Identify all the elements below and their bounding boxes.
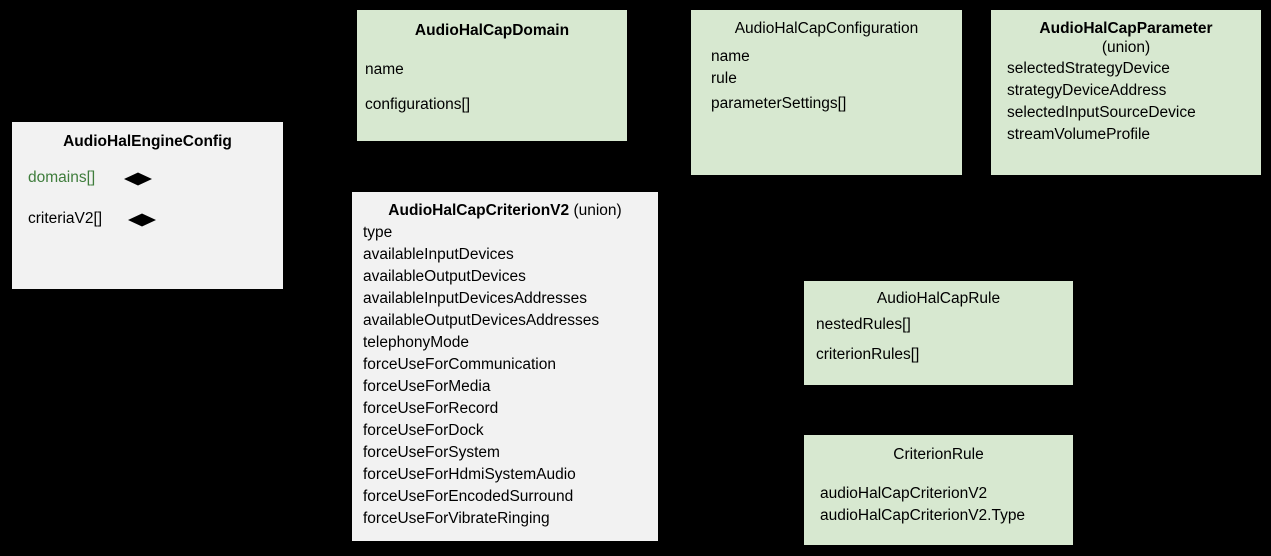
box-title-cap-criterion-main: AudioHalCapCriterionV2 <box>388 202 570 219</box>
box-audio-hal-cap-criterion-v2[interactable]: AudioHalCapCriterionV2 (union) type avai… <box>352 192 658 541</box>
field-configurations: configurations[] <box>365 96 471 113</box>
field-criterion-rules: criterionRules[] <box>816 346 920 363</box>
field-config-parametersettings: parameterSettings[] <box>711 95 847 112</box>
field-nested-rules: nestedRules[] <box>816 316 911 333</box>
field-audio-hal-cap-criterion-v2: audioHalCapCriterionV2 <box>820 485 988 502</box>
field-force-use-for-hdmi-system-audio: forceUseForHdmiSystemAudio <box>363 466 576 483</box>
field-strategy-device-address: strategyDeviceAddress <box>1007 82 1167 99</box>
field-selected-strategy-device: selectedStrategyDevice <box>1007 60 1170 77</box>
field-force-use-for-encoded-surround: forceUseForEncodedSurround <box>363 488 574 505</box>
field-available-input-devices-addresses: availableInputDevicesAddresses <box>363 290 588 307</box>
box-title-cap-configuration: AudioHalCapConfiguration <box>734 20 919 37</box>
field-stream-volume-profile: streamVolumeProfile <box>1007 126 1151 143</box>
box-title-cap-criterion: AudioHalCapCriterionV2 (union) <box>352 201 658 220</box>
box-audio-hal-cap-rule[interactable]: AudioHalCapRule nestedRules[] criterionR… <box>804 281 1073 385</box>
field-force-use-for-communication: forceUseForCommunication <box>363 356 556 373</box>
box-title-cap-rule: AudioHalCapRule <box>876 290 1001 307</box>
field-force-use-for-media: forceUseForMedia <box>363 378 491 395</box>
field-config-rule: rule <box>711 70 737 87</box>
field-criterion-type: type <box>363 224 393 241</box>
box-title-engine-config: AudioHalEngineConfig <box>63 133 232 150</box>
field-available-output-devices-addresses: availableOutputDevicesAddresses <box>363 312 600 329</box>
box-audio-hal-cap-configuration[interactable]: AudioHalCapConfiguration name rule param… <box>691 10 962 175</box>
field-force-use-for-dock: forceUseForDock <box>363 422 484 439</box>
field-criteriav2: criteriaV2[] <box>28 210 103 227</box>
box-title-cap-parameter: AudioHalCapParameter <box>1039 20 1213 37</box>
field-domains: domains[] <box>28 169 96 186</box>
field-available-input-devices: availableInputDevices <box>363 246 514 263</box>
box-title-criterion-rule: CriterionRule <box>893 446 984 463</box>
box-audio-hal-cap-parameter[interactable]: AudioHalCapParameter (union) selectedStr… <box>991 10 1261 175</box>
field-name: name <box>365 61 404 78</box>
field-available-output-devices: availableOutputDevices <box>363 268 526 285</box>
field-config-name: name <box>711 48 750 65</box>
box-title-cap-criterion-suffix: (union) <box>569 202 622 219</box>
box-audio-hal-engine-config[interactable]: AudioHalEngineConfig domains[] criteriaV… <box>12 122 283 289</box>
field-force-use-for-record: forceUseForRecord <box>363 400 499 417</box>
field-audio-hal-cap-criterion-v2-type: audioHalCapCriterionV2.Type <box>820 507 1026 524</box>
box-audio-hal-cap-domain[interactable]: AudioHalCapDomain name configurations[] <box>357 10 627 141</box>
field-selected-input-source-device: selectedInputSourceDevice <box>1007 104 1196 121</box>
box-title-cap-domain: AudioHalCapDomain <box>414 22 570 39</box>
field-telephony-mode: telephonyMode <box>363 334 469 351</box>
field-force-use-for-system: forceUseForSystem <box>363 444 500 461</box>
box-criterion-rule[interactable]: CriterionRule audioHalCapCriterionV2 aud… <box>804 435 1073 545</box>
field-force-use-for-vibrate-ringing: forceUseForVibrateRinging <box>363 510 550 527</box>
box-subtitle-cap-parameter: (union) <box>1101 39 1151 56</box>
